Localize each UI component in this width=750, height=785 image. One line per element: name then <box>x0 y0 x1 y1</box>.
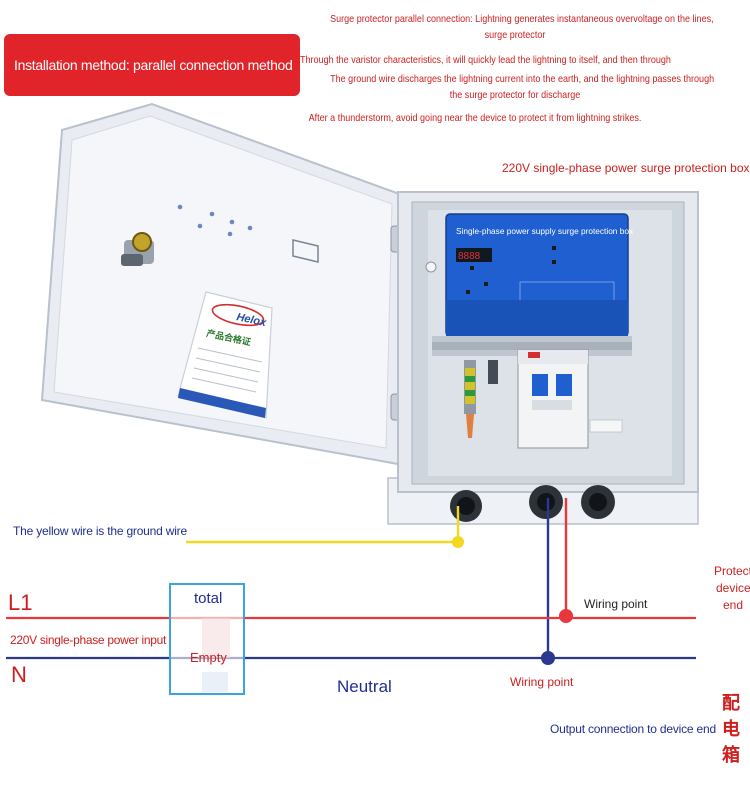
cjk-char-1: 配 <box>722 693 740 713</box>
note-line-3b: the surge protector for discharge <box>449 89 581 101</box>
wiring-point-lower-label: Wiring point <box>510 675 574 689</box>
surge-protection-module: Single-phase power supply surge protecti… <box>445 213 634 337</box>
wiring-point-upper-label: Wiring point <box>584 597 648 611</box>
l1-label: L1 <box>8 590 33 615</box>
counter-display: 8888 <box>458 251 481 262</box>
circuit-breaker <box>517 349 623 449</box>
box-title: 220V single-phase power surge protection… <box>502 161 750 175</box>
cable-gland-spare <box>581 485 615 519</box>
protect-label-2: device <box>716 581 750 595</box>
cjk-char-2: 电 <box>722 719 740 739</box>
ground-connection-dot <box>452 536 464 548</box>
ground-terminal <box>464 360 498 438</box>
protect-label-1: Protect <box>714 564 750 578</box>
cable-gland-line <box>529 485 563 519</box>
product-certificate: Helox 产品合格证 <box>177 291 273 419</box>
cjk-char-3: 箱 <box>722 745 740 765</box>
power-input-label: 220V single-phase power input <box>10 633 167 647</box>
n-label: N <box>11 662 27 687</box>
output-connection-label: Output connection to device end <box>550 722 716 736</box>
note-line-4: After a thunderstorm, avoid going near t… <box>308 112 642 124</box>
empty-switch-label: Empty <box>190 650 227 665</box>
note-line-2: Through the varistor characteristics, it… <box>300 54 671 66</box>
note-line-1b: surge protector <box>484 29 546 41</box>
l1-wiring-point <box>559 609 573 623</box>
neutral-label: Neutral <box>337 677 392 696</box>
cable-gland-ground <box>450 490 482 522</box>
module-panel-title: Single-phase power supply surge protecti… <box>456 226 634 236</box>
note-line-1a: Surge protector parallel connection: Lig… <box>330 13 714 25</box>
total-switch-label: total <box>194 590 223 607</box>
note-line-3a: The ground wire discharges the lightning… <box>330 73 715 85</box>
installation-banner: Installation method: parallel connection… <box>4 34 300 96</box>
ground-wire-label: The yellow wire is the ground wire <box>13 524 187 538</box>
box-door <box>40 102 407 466</box>
protect-label-3: end <box>723 598 744 612</box>
neutral-wiring-point <box>541 651 555 665</box>
door-lock-icon <box>121 232 154 266</box>
